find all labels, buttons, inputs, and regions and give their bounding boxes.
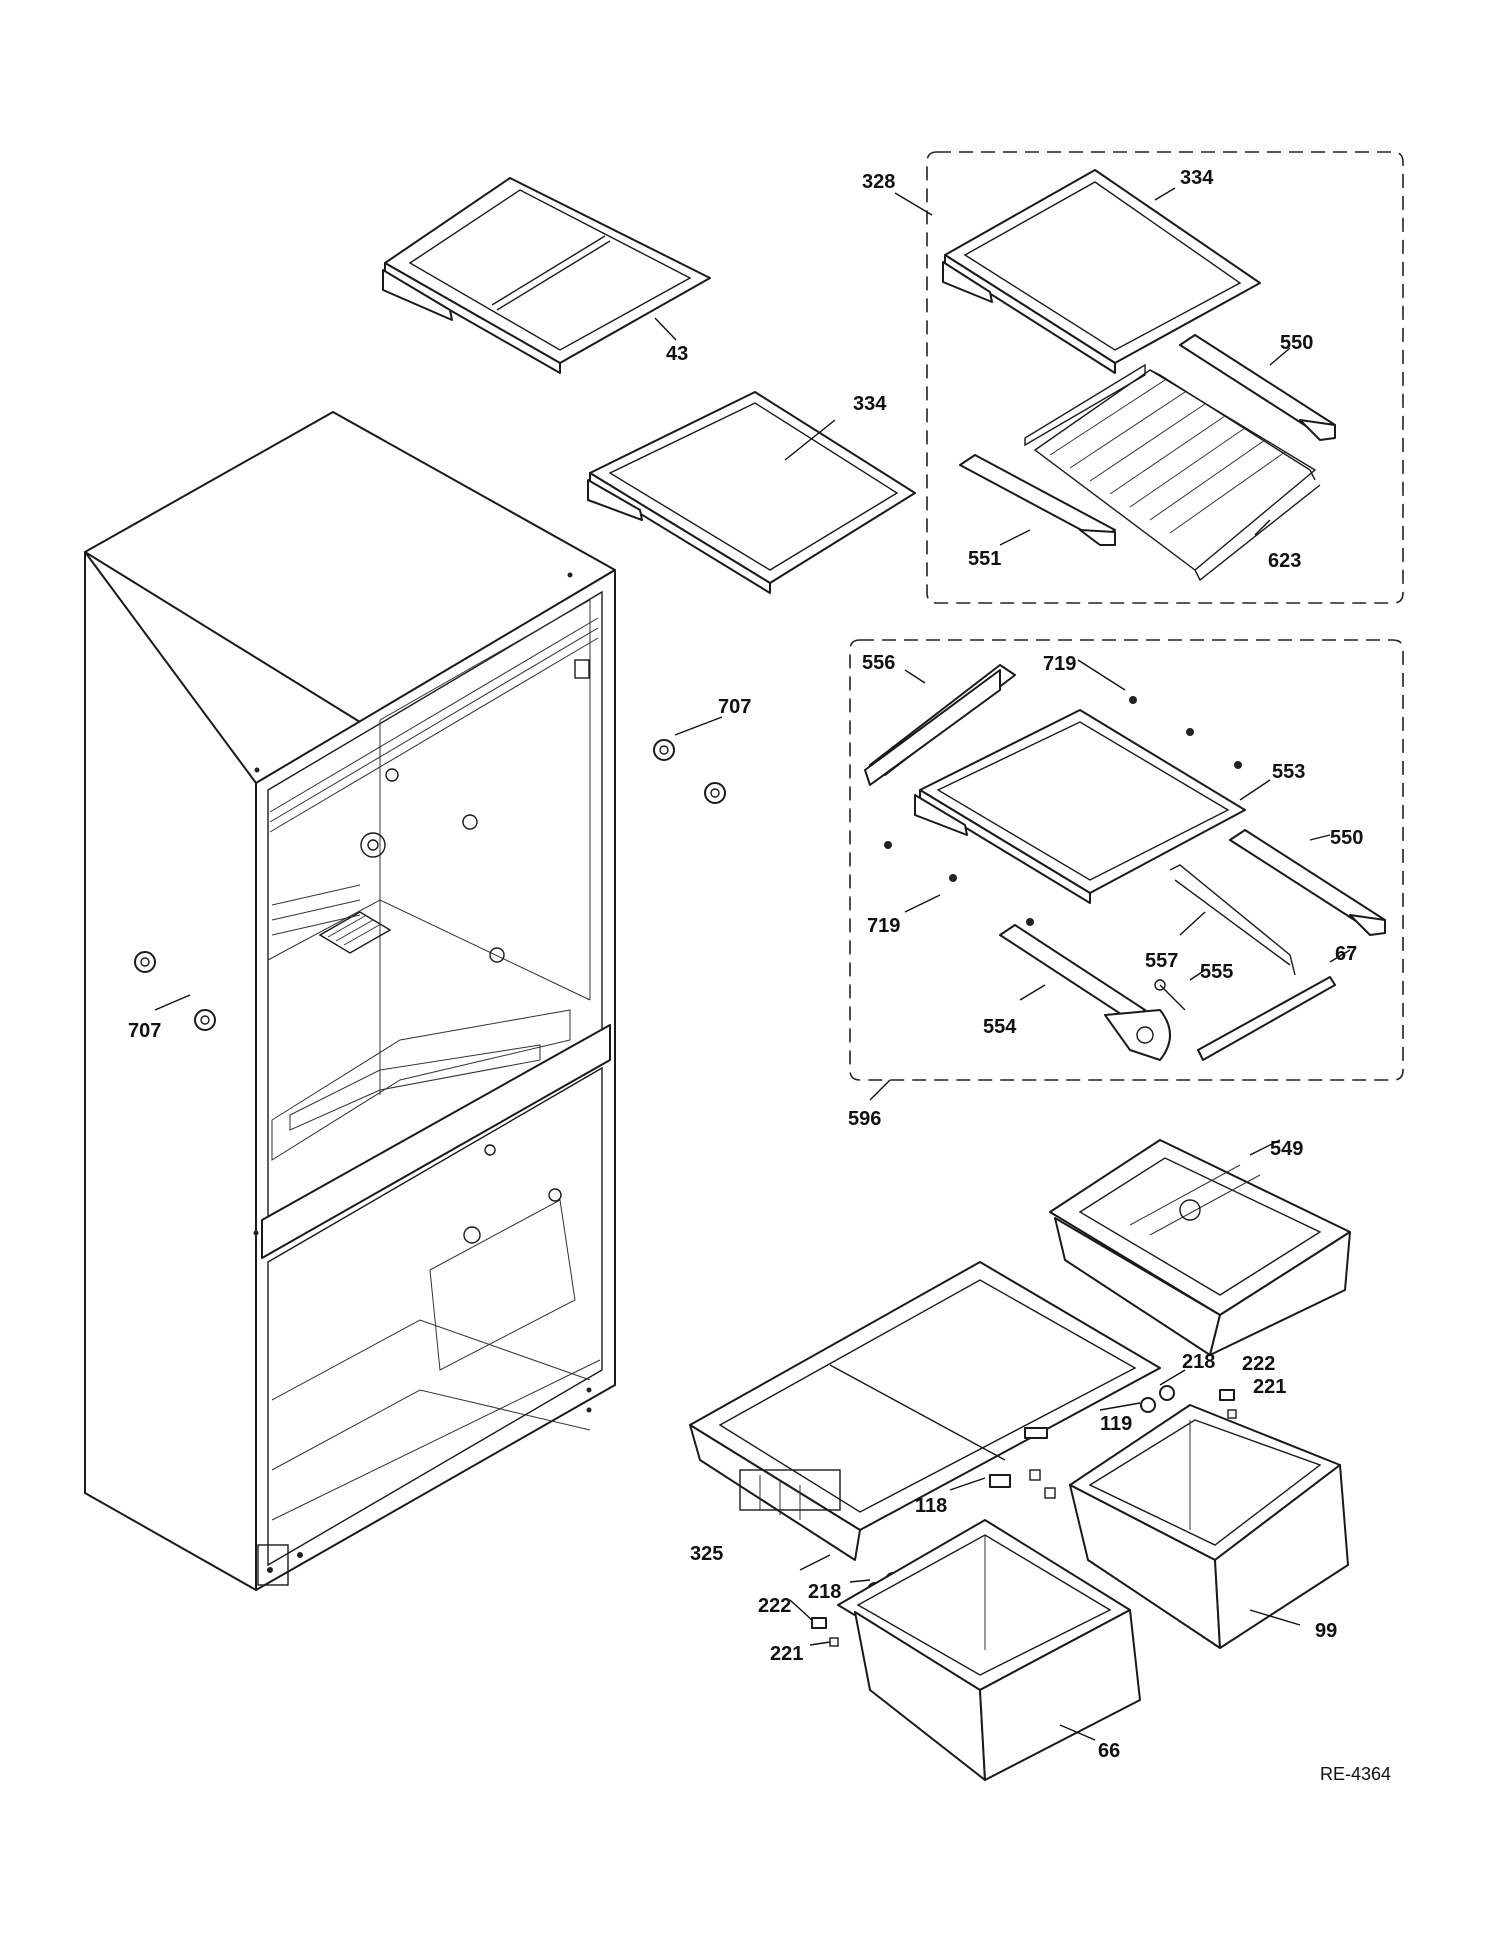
drawing-reference: RE-4364	[1320, 1764, 1391, 1784]
callout-719-top: 719	[1043, 653, 1076, 675]
callout-557: 557	[1145, 950, 1178, 972]
callout-221-left: 221	[770, 1643, 803, 1665]
callout-707-left: 707	[128, 1020, 161, 1042]
callout-551: 551	[968, 548, 1001, 570]
callout-334-top: 334	[1180, 167, 1214, 189]
callout-623: 623	[1268, 550, 1301, 572]
callout-218-left: 218	[808, 1581, 841, 1603]
refrigerator-cabinet	[84, 411, 616, 1591]
callout-549: 549	[1270, 1138, 1303, 1160]
crisper-drawer-99	[1069, 1404, 1349, 1649]
callout-550-lower: 550	[1330, 827, 1363, 849]
shelf-assembly-596	[849, 639, 1404, 1081]
callout-222-right: 222	[1242, 1353, 1275, 1375]
wire-basket-623	[1024, 363, 1321, 582]
meat-pan-549	[1049, 1139, 1351, 1356]
leader-lines	[154, 187, 1351, 1741]
callout-550-top: 550	[1280, 332, 1313, 354]
callout-66: 66	[1098, 1740, 1120, 1762]
callout-553: 553	[1272, 761, 1305, 783]
callout-555: 555	[1200, 961, 1233, 983]
shelf-assembly-328	[926, 151, 1404, 604]
callout-325: 325	[690, 1543, 723, 1565]
callout-119: 119	[1100, 1413, 1132, 1435]
callout-222-left: 222	[758, 1595, 791, 1617]
callout-67: 67	[1335, 943, 1357, 965]
callout-334-middle: 334	[853, 393, 887, 415]
callout-707-right: 707	[718, 696, 751, 718]
callout-328: 328	[862, 171, 895, 193]
callout-99: 99	[1315, 1620, 1337, 1642]
callout-118: 118	[915, 1495, 947, 1517]
callout-556: 556	[862, 652, 895, 674]
callout-labels: 43 334 328 334 550 551 623 556 719 553 5…	[128, 167, 1391, 1784]
callout-43: 43	[666, 343, 688, 365]
crisper-cover-325	[689, 1261, 1161, 1561]
bumpers-707	[134, 739, 726, 1031]
crisper-drawer-66	[837, 1519, 1141, 1781]
callout-719-lower: 719	[867, 915, 900, 937]
callout-218-right: 218	[1182, 1351, 1215, 1373]
callout-596: 596	[848, 1108, 881, 1130]
shelf-334-middle	[587, 391, 916, 594]
callout-554: 554	[983, 1016, 1017, 1038]
callout-221-right: 221	[1253, 1376, 1286, 1398]
shelf-43	[382, 177, 711, 374]
